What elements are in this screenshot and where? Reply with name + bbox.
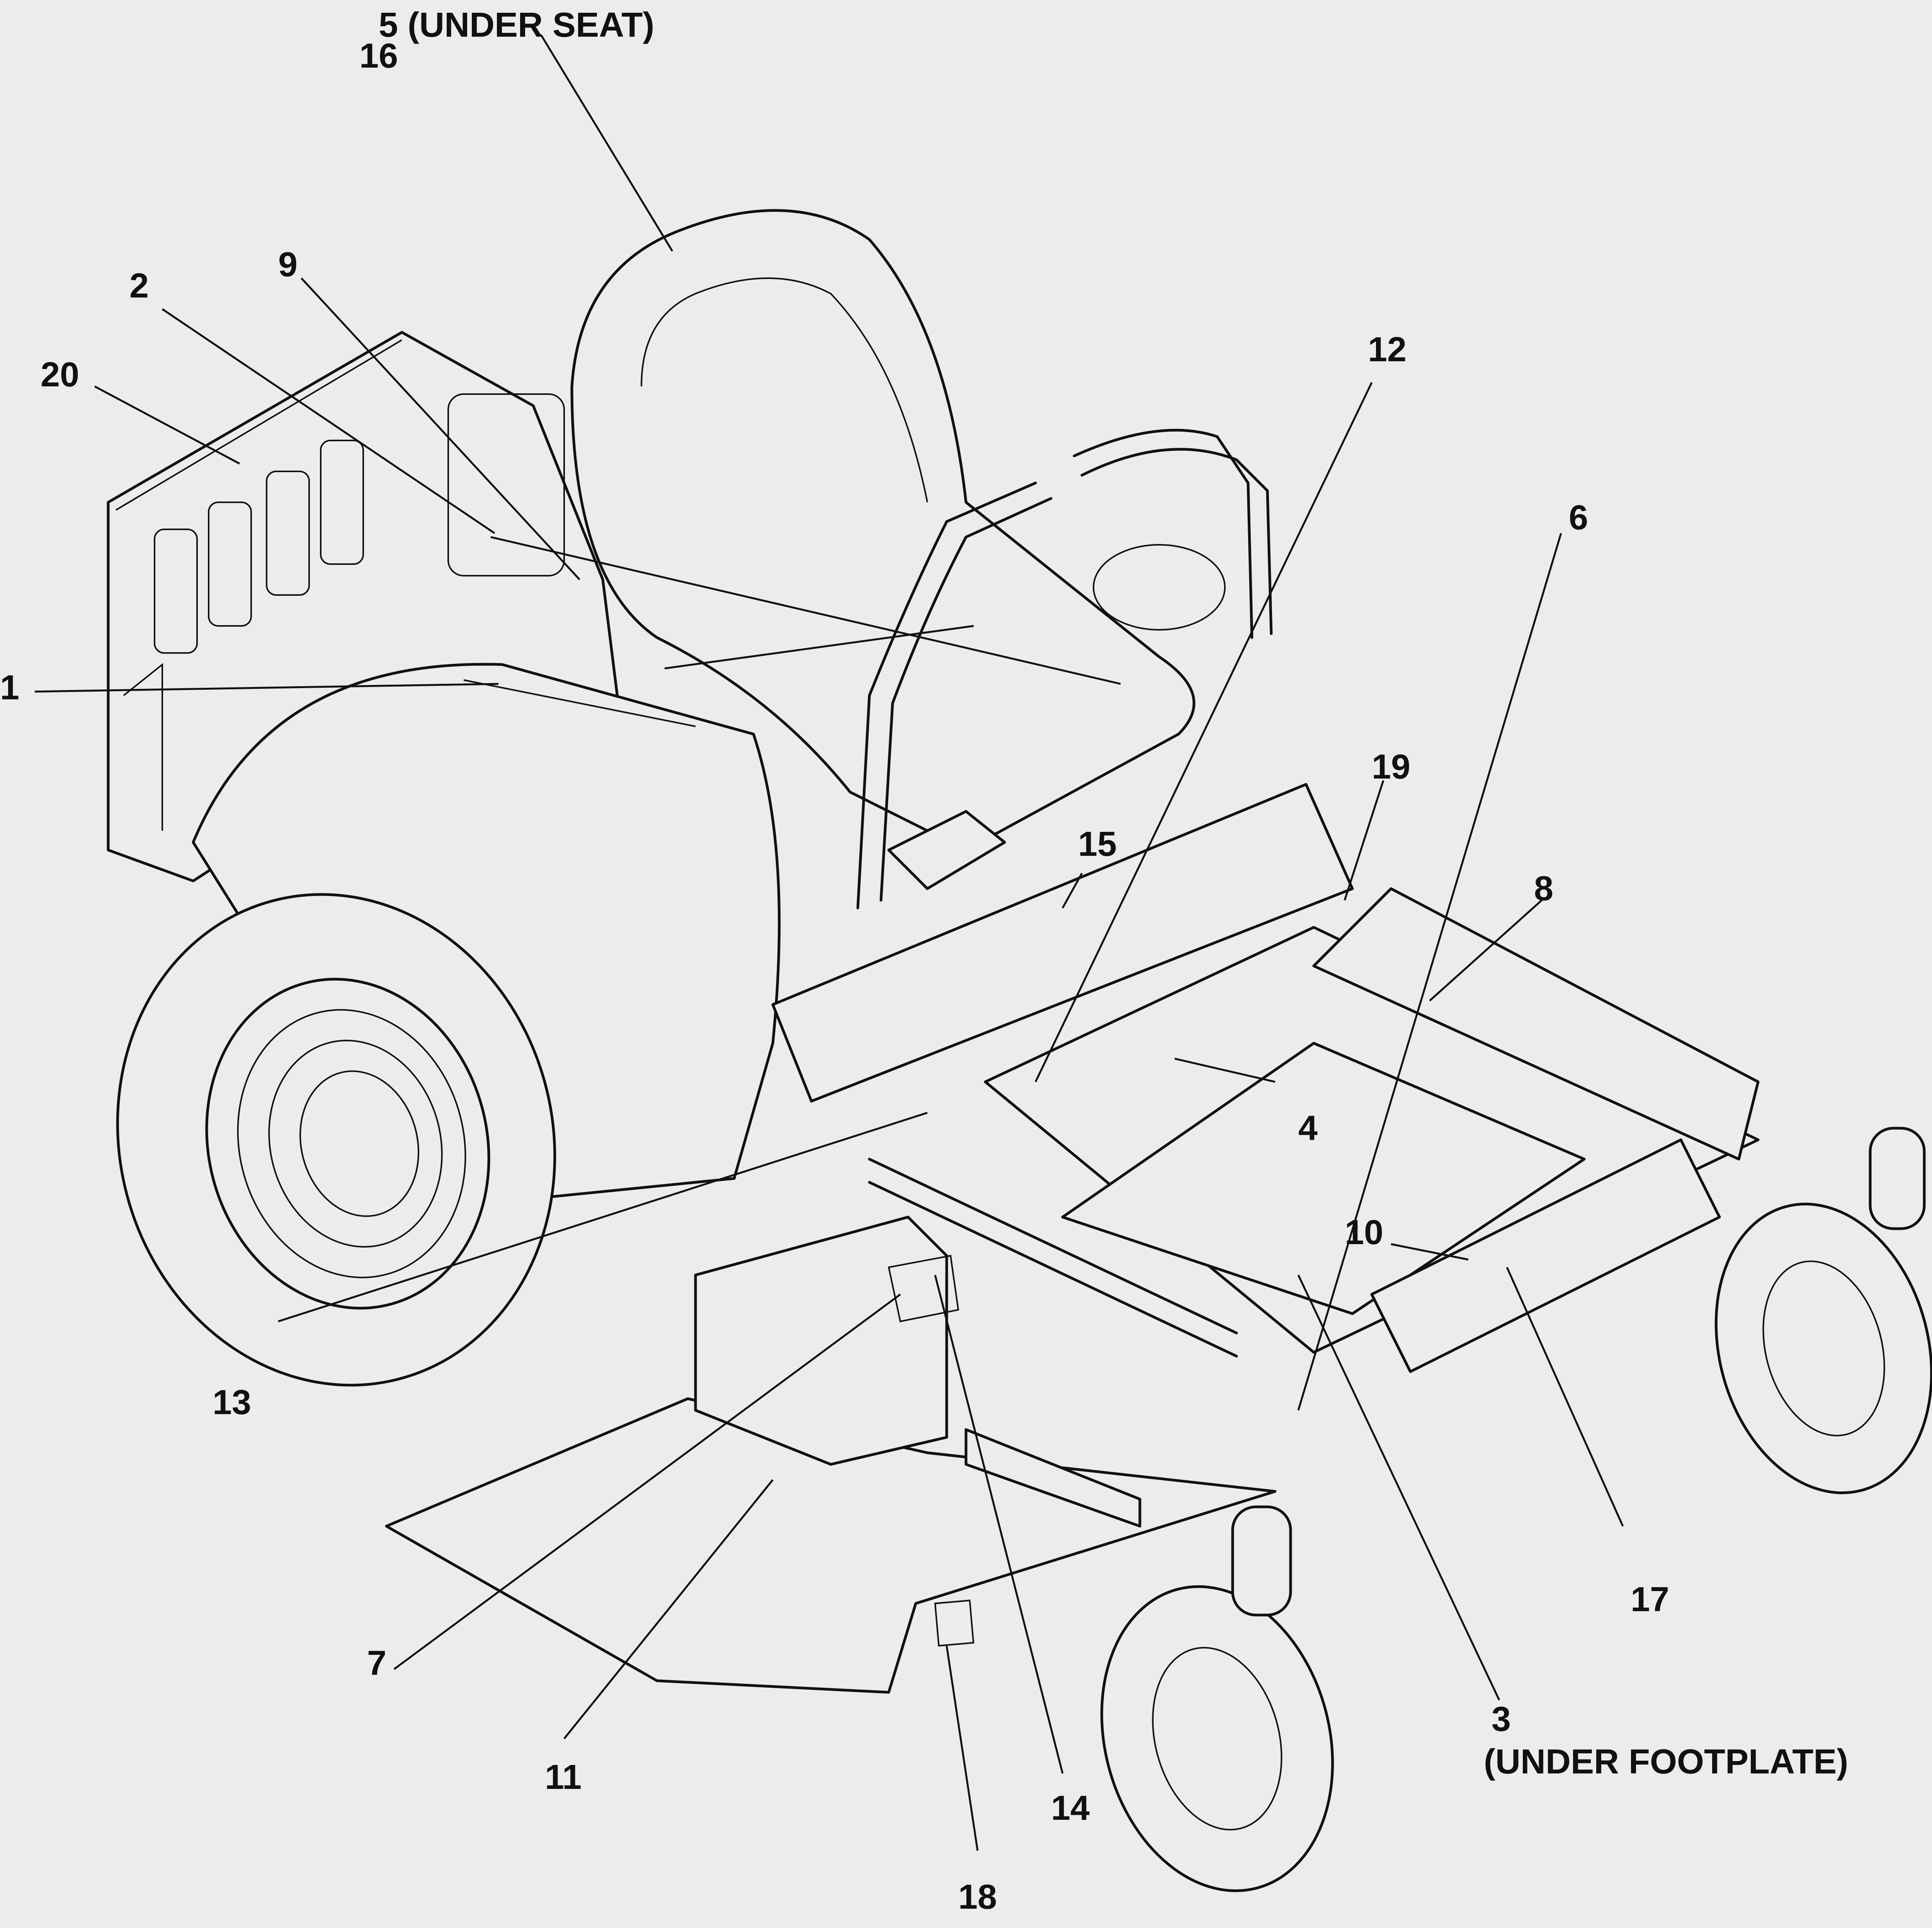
- callout-6: 6: [1569, 498, 1588, 537]
- callout-11: 11: [545, 1758, 582, 1797]
- callout-13: 13: [213, 1383, 251, 1422]
- leader-lines: [34, 34, 1624, 1851]
- callout-20: 20: [41, 355, 79, 394]
- callout-17: 17: [1631, 1580, 1669, 1619]
- callout-9: 9: [278, 245, 298, 284]
- callout-19: 19: [1372, 748, 1410, 786]
- callout-1: 1: [0, 668, 19, 707]
- callout-labels: 5 (UNDER SEAT) 16 9 2 20 1 12 6 19 15 8 …: [0, 6, 1848, 1916]
- callout-5: 5 (UNDER SEAT): [379, 6, 654, 44]
- callout-10: 10: [1345, 1213, 1383, 1252]
- callout-3-note: (UNDER FOOTPLATE): [1484, 1743, 1848, 1781]
- callout-7: 7: [367, 1644, 386, 1683]
- callout-2: 2: [129, 267, 149, 305]
- seat: [570, 209, 1226, 852]
- callout-4: 4: [1298, 1109, 1318, 1148]
- callout-3: 3: [1492, 1700, 1511, 1739]
- rear-tire: [116, 893, 556, 1387]
- callout-15: 15: [1078, 825, 1117, 864]
- front-right-caster: [1714, 1127, 1932, 1494]
- callout-14: 14: [1051, 1789, 1090, 1828]
- chassis-frame: [771, 783, 1760, 1373]
- callout-18: 18: [958, 1878, 997, 1916]
- callout-8: 8: [1534, 869, 1553, 908]
- callout-12: 12: [1368, 330, 1406, 369]
- callout-16: 16: [359, 37, 398, 75]
- control-levers: [856, 428, 1273, 910]
- front-left-caster: [1100, 1505, 1334, 1892]
- mower-deck: [385, 1216, 1277, 1694]
